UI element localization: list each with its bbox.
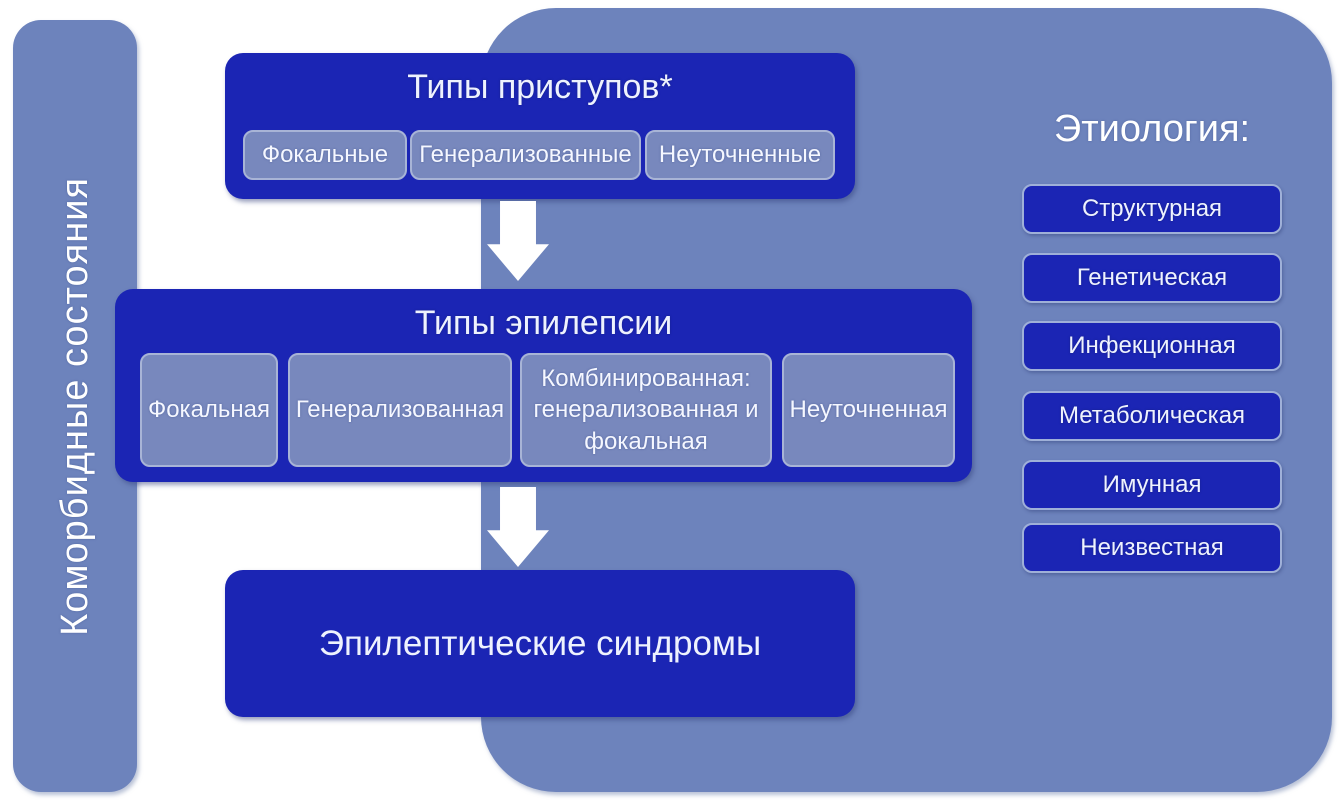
- chip-combined-epilepsy: Комбинированная: генерализованная и фока…: [520, 353, 772, 467]
- chip-unspecified-epilepsy: Неуточненная: [782, 353, 955, 467]
- chip-focal-seizures: Фокальные: [243, 130, 407, 180]
- etiology-item-genetic: Генетическая: [1022, 253, 1282, 303]
- chip-unspecified-seizures: Неуточненные: [645, 130, 835, 180]
- etiology-item-metabolic: Метаболическая: [1022, 391, 1282, 441]
- seizure-types-title: Типы приступов*: [407, 68, 673, 106]
- seizure-types-box: Типы приступов* Фокальные Генерализованн…: [225, 53, 855, 199]
- etiology-item-infectious: Инфекционная: [1022, 321, 1282, 371]
- etiology-item-unknown: Неизвестная: [1022, 523, 1282, 573]
- etiology-item-immune: Имунная: [1022, 460, 1282, 510]
- chip-focal-epilepsy: Фокальная: [140, 353, 278, 467]
- chip-generalized-epilepsy: Генерализованная: [288, 353, 512, 467]
- epileptic-syndromes-label: Эпилептические синдромы: [318, 623, 762, 663]
- chip-generalized-seizures: Генерализованные: [410, 130, 641, 180]
- etiology-title: Этиология:: [1053, 108, 1251, 150]
- epilepsy-types-title: Типы эпилепсии: [414, 304, 673, 342]
- epileptic-syndromes-box: Эпилептические синдромы: [225, 570, 855, 717]
- comorbid-conditions-label: Коморбидные состояния: [53, 176, 96, 636]
- epilepsy-types-box: Типы эпилепсии Фокальная Генерализованна…: [115, 289, 972, 482]
- etiology-item-structural: Структурная: [1022, 184, 1282, 234]
